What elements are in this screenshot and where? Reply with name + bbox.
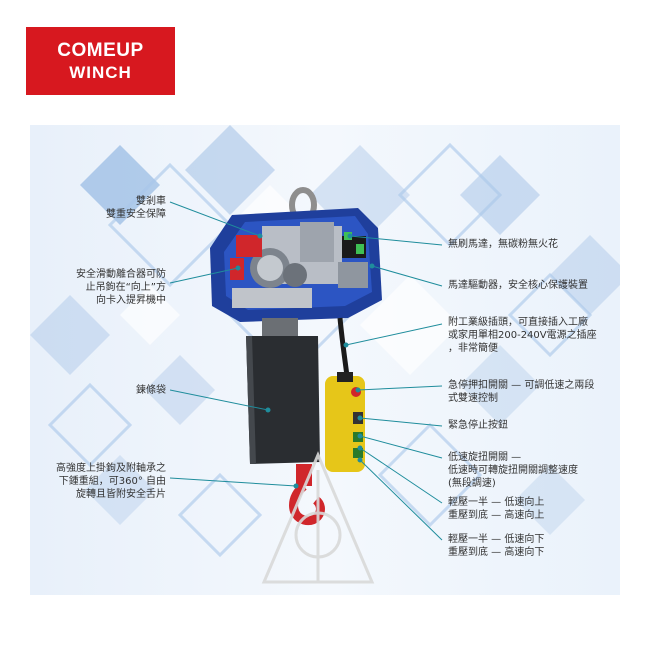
leader-lines [169, 201, 443, 541]
label-line: ，非常簡便 [448, 343, 498, 354]
label-line: 無刷馬達，無碳粉無火花 [448, 239, 558, 250]
label-line: 雙剎車 [136, 196, 166, 207]
label-plug: 附工業級插頭，可直接插入工廠 或家用單相200-240V電源之插座 ，非常簡便 [448, 316, 597, 355]
logo-line2: WINCH [69, 63, 132, 82]
label-line: 馬達驅動器，安全核心保護裝置 [448, 280, 588, 291]
comeup-winch-logo: COMEUP WINCH [26, 27, 175, 95]
label-driver: 馬達驅動器，安全核心保護裝置 [448, 279, 588, 292]
label-line: 或家用單相200-240V電源之插座 [448, 330, 597, 341]
pendant-cable [337, 317, 350, 377]
label-line: 輕壓一半 — 低速向下 [448, 534, 545, 545]
label-up-button: 輕壓一半 — 低速向上 重壓到底 — 高速向上 [448, 496, 544, 522]
label-line: 高強度上掛鉤及附軸承之 [56, 463, 166, 474]
label-line: 附工業級插頭，可直接插入工廠 [448, 317, 588, 328]
logo-line1: COMEUP [57, 40, 144, 61]
label-line: 重壓到底 — 高速向上 [448, 510, 545, 521]
label-line: 急停押扣開關 — 可調低速之兩段 [448, 380, 595, 391]
label-line: (無段調速) [448, 478, 496, 489]
label-estop-switch: 急停押扣開關 — 可調低速之兩段 式雙速控制 [448, 379, 594, 405]
label-down-button: 輕壓一半 — 低速向下 重壓到底 — 高速向下 [448, 533, 544, 559]
label-line: 下鍾重組，可360° 自由 [58, 476, 166, 487]
label-estop-button: 緊急停止按鈕 [448, 419, 508, 432]
label-line: 鍊條袋 [136, 385, 166, 396]
label-clutch: 安全滑動離合器可防 止吊鉤在“向上”方 向卡入提昇機中 [76, 268, 166, 307]
label-speed-knob: 低速旋扭開關 — 低速時可轉旋扭開關調整速度 (無段調速) [448, 451, 578, 490]
pendant-control [325, 372, 365, 472]
label-line: 重壓到底 — 高速向下 [448, 547, 545, 558]
label-line: 低速旋扭開關 — [448, 452, 522, 463]
label-line: 安全滑動離合器可防 [76, 269, 166, 280]
label-line: 輕壓一半 — 低速向上 [448, 497, 545, 508]
label-hook: 高強度上掛鉤及附軸承之 下鍾重組，可360° 自由 旋轉且皆附安全舌片 [56, 462, 166, 501]
label-brake: 雙剎車 雙重安全保障 [106, 195, 166, 221]
label-line: 向卡入提昇機中 [96, 295, 166, 306]
watermark-seal [261, 451, 375, 584]
chain-bag [246, 318, 320, 464]
label-line: 緊急停止按鈕 [448, 420, 508, 431]
label-line: 雙重安全保障 [106, 209, 166, 220]
label-chain-bag: 鍊條袋 [136, 384, 166, 397]
label-line: 低速時可轉旋扭開關調整速度 [448, 465, 578, 476]
label-line: 式雙速控制 [448, 393, 498, 404]
hoist-body [210, 208, 382, 322]
label-line: 旋轉且皆附安全舌片 [76, 489, 166, 500]
label-line: 止吊鉤在“向上”方 [85, 282, 166, 293]
label-motor: 無刷馬達，無碳粉無火花 [448, 238, 558, 251]
